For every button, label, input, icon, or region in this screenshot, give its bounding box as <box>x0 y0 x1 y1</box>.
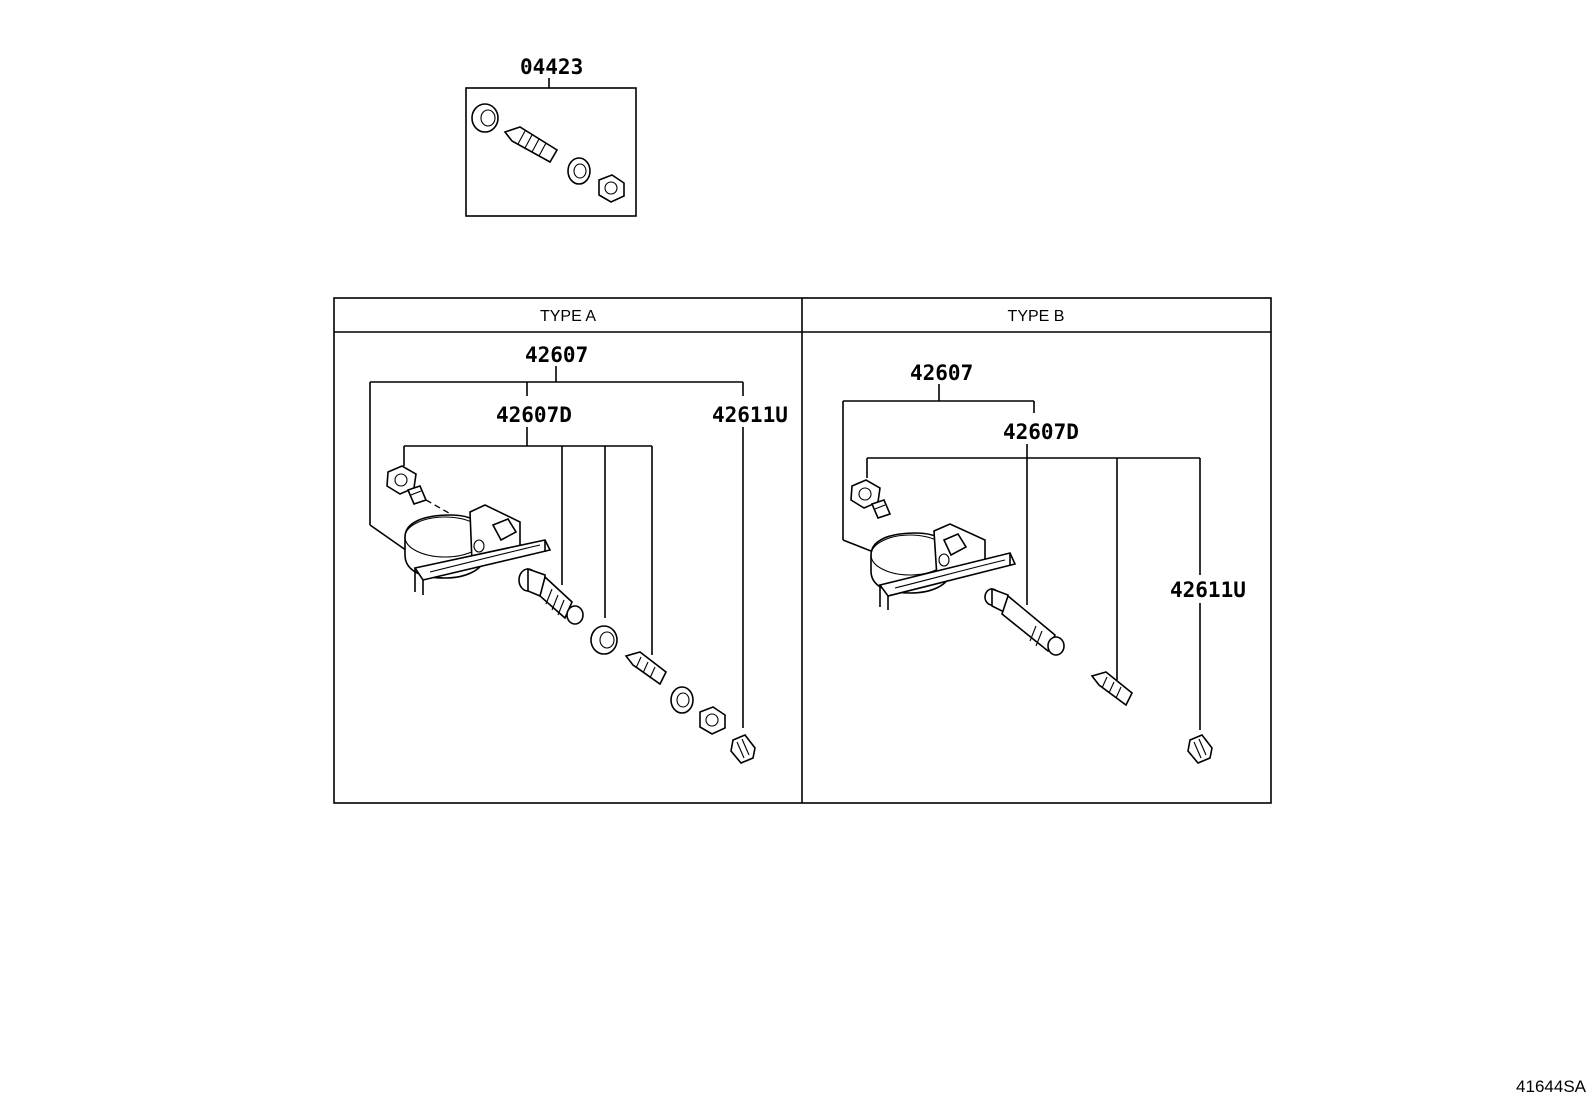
kit-group: 04423 <box>465 55 637 217</box>
type-a-valve-stem-illustration <box>518 567 584 625</box>
type-b-valve-core-illustration <box>1090 671 1134 707</box>
type-a-panel: 42607 42607D 42611U <box>369 343 788 764</box>
type-b-leader-lines <box>842 384 1201 730</box>
kit-valve-illustration <box>503 126 559 164</box>
kit-grommet-illustration <box>471 103 499 133</box>
type-b-sub-assembly-label[interactable]: 42607D <box>1003 420 1079 444</box>
type-b-cap-illustration <box>1187 734 1213 764</box>
kit-washer-illustration <box>567 157 591 185</box>
type-a-sensor-assembly-label[interactable]: 42607 <box>525 343 588 367</box>
type-a-leader-lines <box>369 366 744 728</box>
type-b-sensor-assembly-label[interactable]: 42607 <box>910 361 973 385</box>
type-b-sensor-illustration <box>870 523 1017 610</box>
figure-reference: 41644SA <box>1516 1077 1587 1096</box>
type-b-panel: 42607 42607D 42611U <box>842 361 1246 764</box>
type-a-sensor-illustration <box>404 504 552 595</box>
type-table: TYPE A TYPE B <box>333 297 1272 804</box>
type-a-header: TYPE A <box>540 308 596 325</box>
kit-nut-illustration <box>598 174 625 203</box>
type-a-sub-assembly-label[interactable]: 42607D <box>496 403 572 427</box>
type-a-valve-core-illustration <box>624 651 668 686</box>
type-a-grommet-illustration <box>590 625 618 655</box>
type-a-nut-illustration <box>699 706 726 735</box>
kit-box <box>465 87 637 217</box>
type-b-valve-stem-illustration <box>984 587 1065 656</box>
type-a-washer-illustration <box>670 686 694 714</box>
type-b-header: TYPE B <box>1008 308 1065 325</box>
type-b-cap-label[interactable]: 42611U <box>1170 578 1246 602</box>
type-a-cap-label[interactable]: 42611U <box>712 403 788 427</box>
kit-part-number[interactable]: 04423 <box>520 55 583 79</box>
type-a-cap-illustration <box>730 734 756 764</box>
type-b-screw-illustration <box>850 479 892 519</box>
type-a-screw-illustration <box>386 465 471 526</box>
